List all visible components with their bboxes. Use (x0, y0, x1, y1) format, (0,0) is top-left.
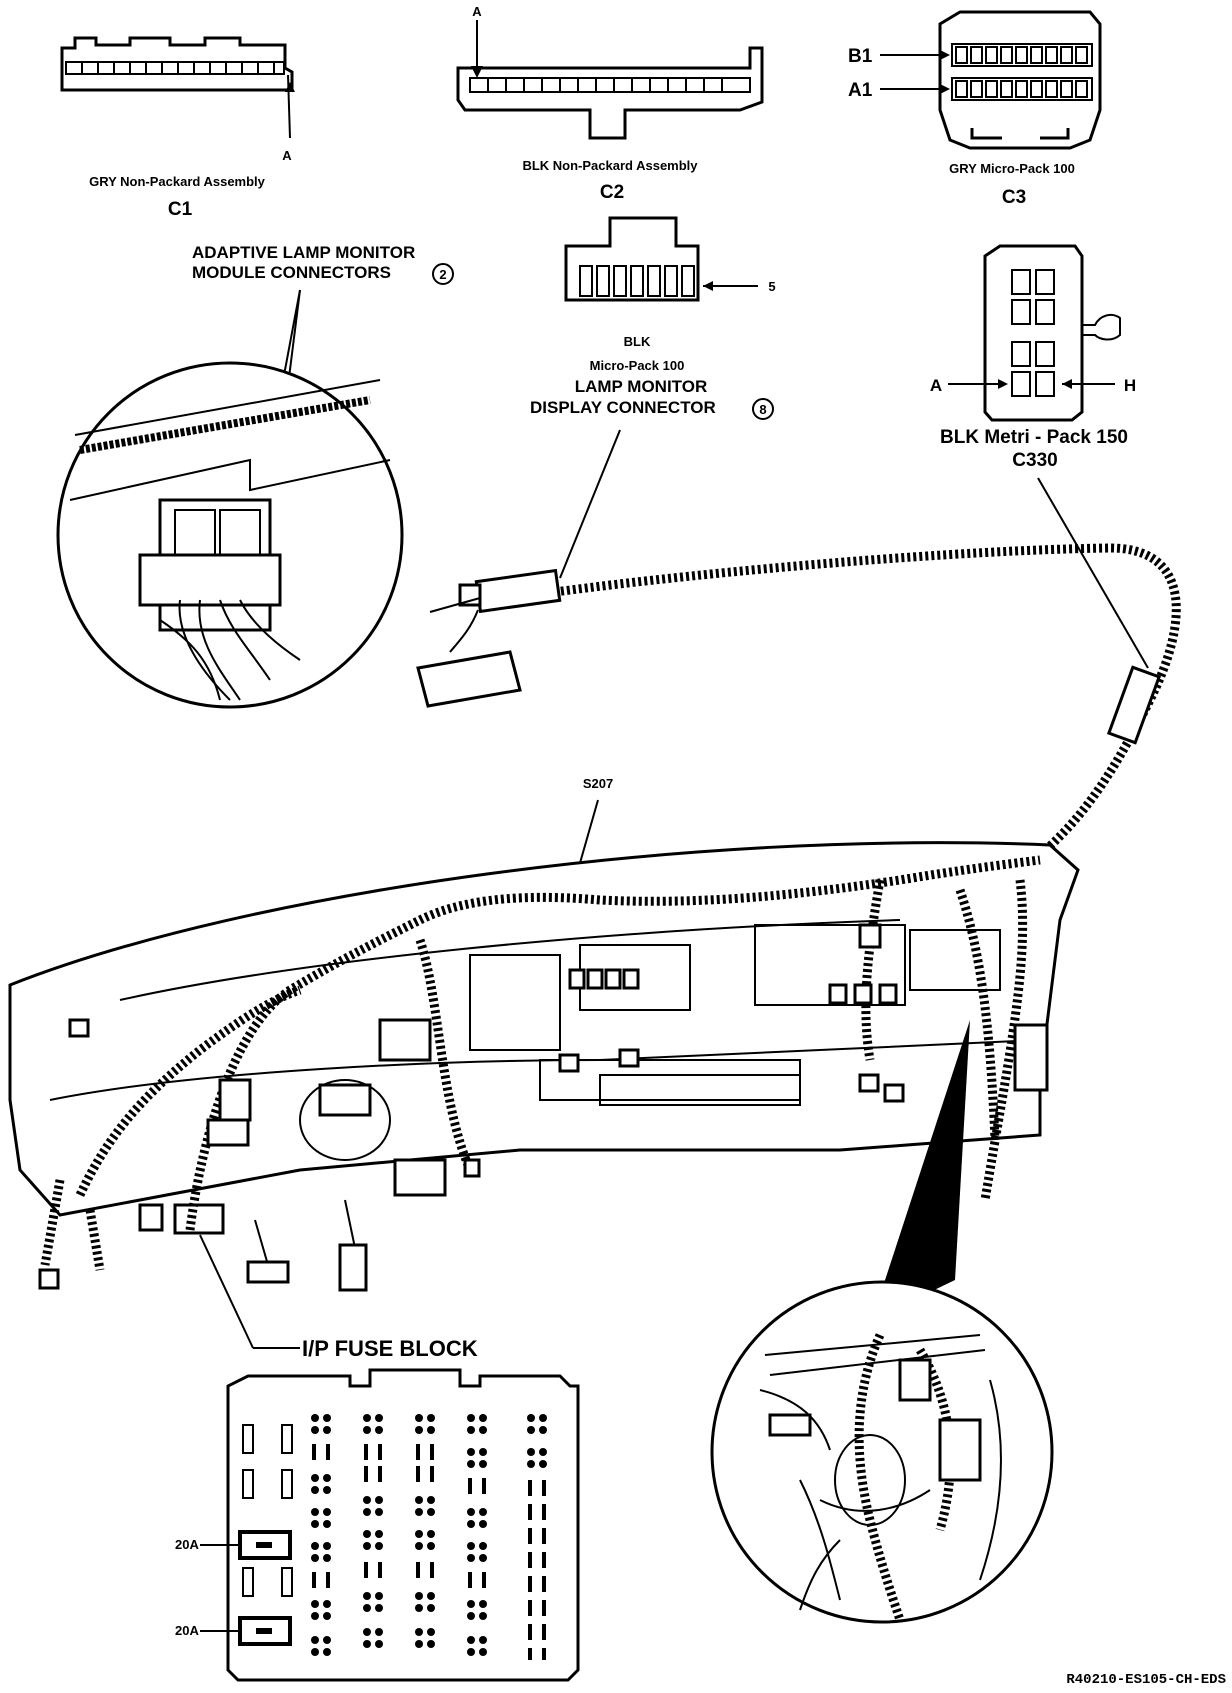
lamp-monitor-pin-label: 5 (768, 279, 775, 294)
inset-detail-module (56, 361, 404, 709)
lamp-monitor-title-2: DISPLAY CONNECTOR (530, 398, 716, 417)
roof-harness (416, 543, 1181, 859)
lamp-monitor-type: Micro-Pack 100 (590, 358, 685, 373)
c3-id: C3 (1002, 187, 1026, 208)
lamp-monitor-callout: 8 (759, 402, 766, 417)
lamp-monitor-color: BLK (624, 334, 651, 349)
c1-description: GRY Non-Packard Assembly (89, 174, 266, 189)
c2-pin-label: A (472, 4, 482, 19)
c1-id: C1 (168, 199, 193, 220)
relay-2-label: 20A (175, 1623, 199, 1638)
c3-row-b-label: B1 (848, 46, 873, 67)
adaptive-callout-line2: MODULE CONNECTORS (192, 263, 391, 282)
c330-pin-h-label: H (1124, 376, 1136, 395)
fuse-block-callout: I/P FUSE BLOCK (199, 1234, 478, 1361)
c1-pin-label: A (282, 148, 292, 163)
c330-pin-a-label: A (930, 376, 942, 395)
connector-c330: A H BLK Metri - Pack 150 C330 (930, 244, 1149, 669)
adaptive-callout-number: 2 (439, 267, 446, 282)
relay-1-label: 20A (175, 1537, 199, 1552)
lamp-monitor-title-1: LAMP MONITOR (575, 377, 708, 396)
inset-detail-harness (710, 1280, 1054, 1624)
drawing-code: R40210-ES105-CH-EDS (1066, 1672, 1226, 1688)
ip-fuse-block: 20A 20A (175, 1368, 580, 1682)
connector-c2: A BLK Non-Packard Assembly C2 (456, 4, 764, 203)
c3-description: GRY Micro-Pack 100 (949, 161, 1075, 176)
splice-label: S207 (583, 776, 613, 791)
c330-id: C330 (1012, 450, 1057, 471)
c2-id: C2 (600, 182, 624, 203)
c2-description: BLK Non-Packard Assembly (522, 158, 698, 173)
connector-lamp-monitor-display: 5 BLK Micro-Pack 100 LAMP MONITOR DISPLA… (530, 216, 776, 579)
connector-c1: A GRY Non-Packard Assembly C1 (60, 36, 295, 220)
instrument-panel (8, 841, 1080, 1320)
adaptive-lamp-monitor-callout: ADAPTIVE LAMP MONITOR MODULE CONNECTORS … (192, 243, 454, 621)
c3-row-a-label: A1 (848, 80, 873, 101)
connector-c3: B1 A1 GRY Micro-Pack 100 C3 (848, 10, 1102, 208)
fuse-block-label: I/P FUSE BLOCK (302, 1336, 478, 1361)
adaptive-callout-line1: ADAPTIVE LAMP MONITOR (192, 243, 415, 262)
c330-description: BLK Metri - Pack 150 (940, 427, 1128, 448)
